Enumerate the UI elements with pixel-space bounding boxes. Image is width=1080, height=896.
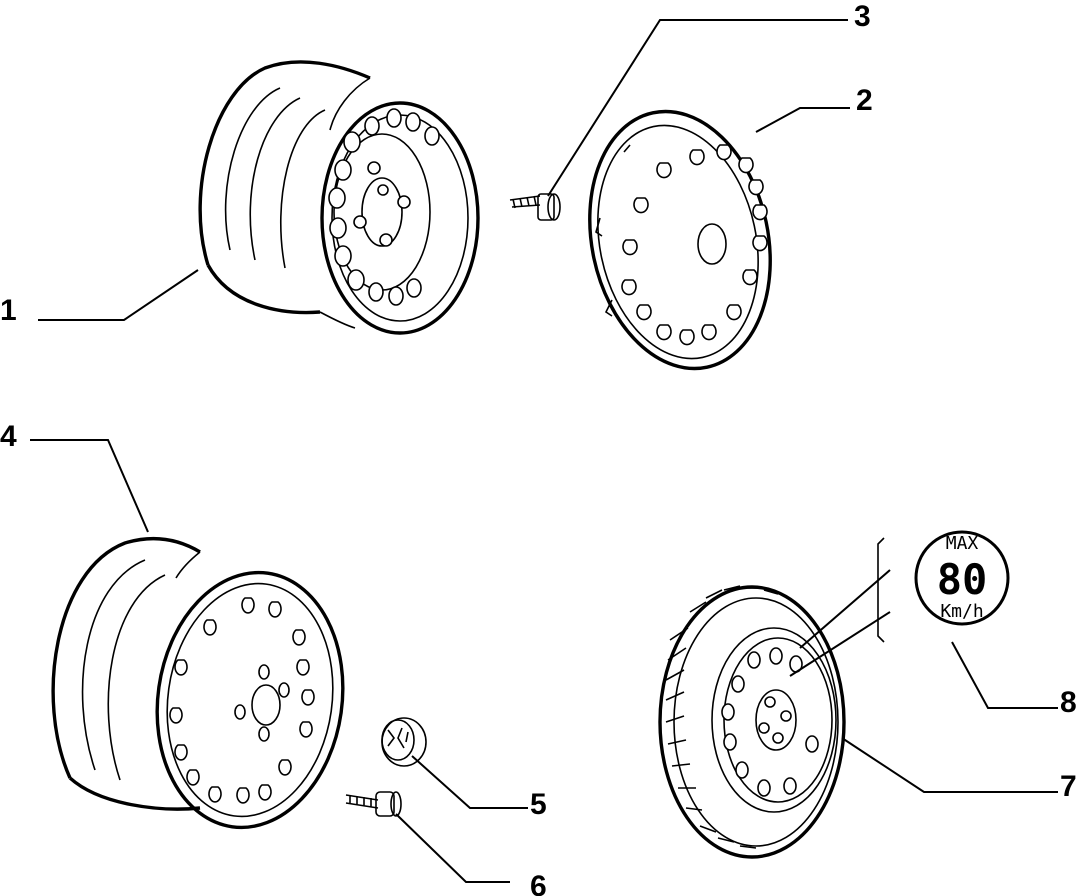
leader-2 xyxy=(755,107,850,133)
leader-3 xyxy=(547,19,848,197)
leader-lines xyxy=(30,19,1058,883)
part-7-spare-wheel xyxy=(658,585,846,859)
leader-4 xyxy=(30,439,149,533)
callout-3: 3 xyxy=(854,0,871,33)
leader-1 xyxy=(38,269,199,321)
part-6-locking-bolt xyxy=(345,791,402,817)
speed-sign-value: 80 xyxy=(937,555,988,604)
part-1-steel-rim xyxy=(198,60,480,335)
callout-2: 2 xyxy=(856,84,873,117)
part-2-hub-cap xyxy=(588,109,772,371)
leader-6 xyxy=(395,813,510,883)
callout-8: 8 xyxy=(1060,686,1077,719)
part-8-speed-sign: MAX 80 Km/h xyxy=(914,530,1010,626)
part-5-centre-badge xyxy=(381,717,427,767)
callout-1: 1 xyxy=(0,294,17,327)
leader-8a xyxy=(951,641,1058,709)
part-3-wheel-bolt xyxy=(509,193,561,221)
callout-6: 6 xyxy=(530,870,547,896)
speed-sign-top: MAX xyxy=(946,533,979,554)
speed-sign-unit: Km/h xyxy=(940,601,983,622)
callout-5: 5 xyxy=(530,788,547,821)
leader-7 xyxy=(841,737,1058,793)
callout-4: 4 xyxy=(0,420,17,453)
leader-8b xyxy=(789,611,891,677)
leader-5 xyxy=(411,755,528,809)
sign-label-bracket xyxy=(877,537,885,643)
callout-7: 7 xyxy=(1060,770,1077,803)
part-4-alloy-rim xyxy=(51,536,345,830)
leader-8c xyxy=(799,569,891,649)
